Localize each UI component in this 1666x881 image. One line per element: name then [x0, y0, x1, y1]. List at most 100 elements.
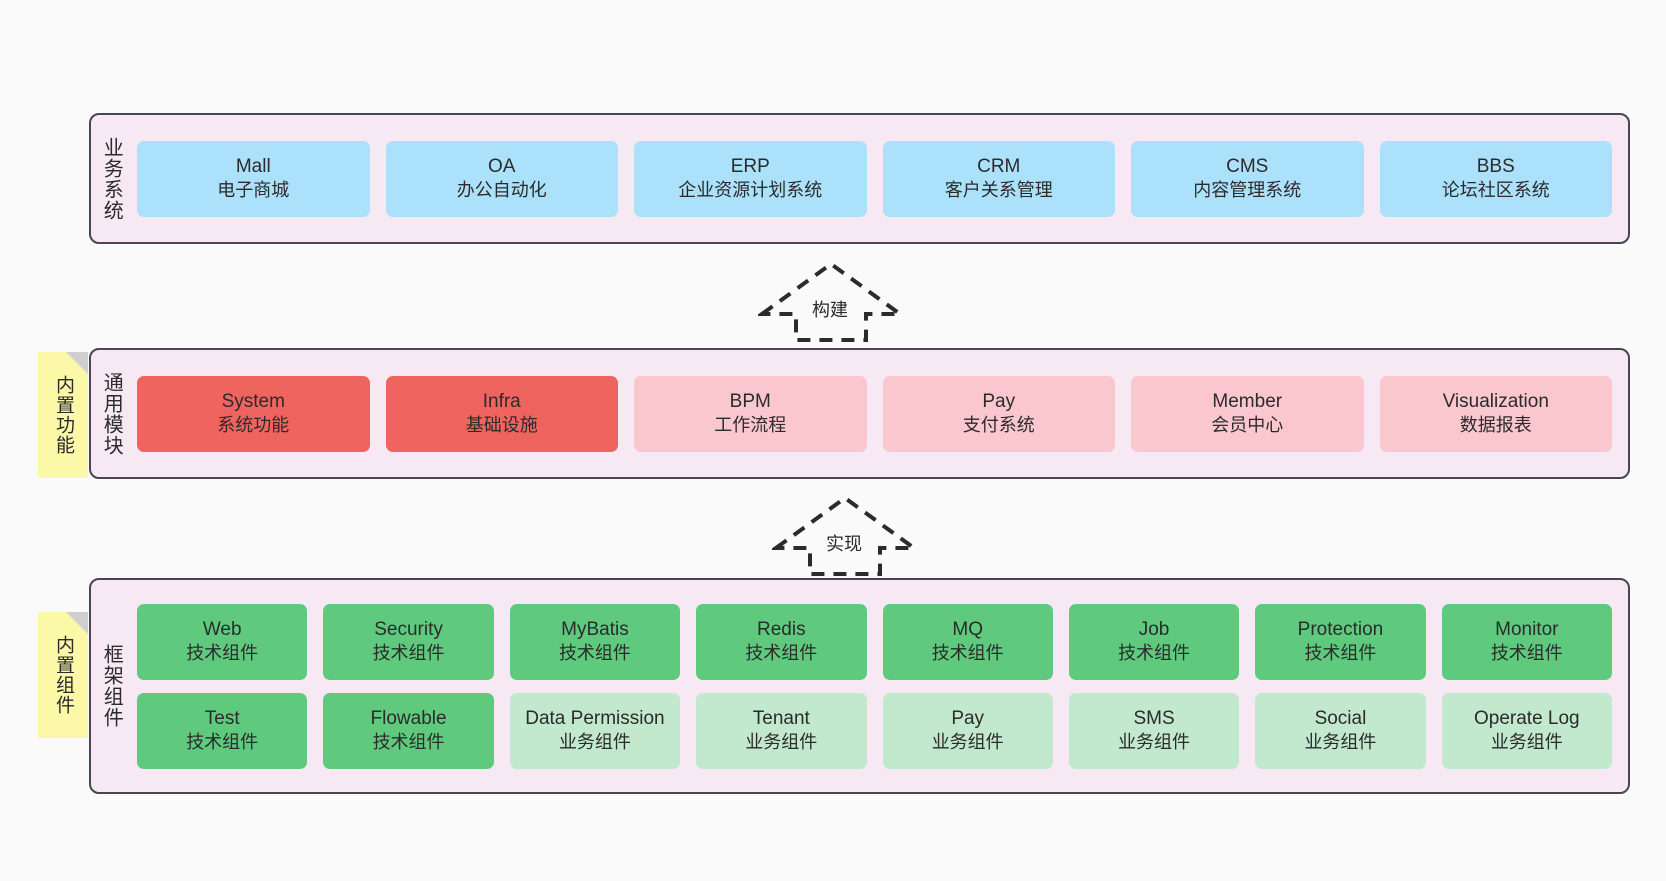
card-title: Flowable — [370, 708, 447, 730]
arrow-implement-label: 实现 — [826, 534, 862, 554]
card-subtitle: 数据报表 — [1459, 415, 1532, 436]
card-title: Redis — [757, 619, 806, 641]
card-title: BPM — [729, 391, 771, 413]
card-subtitle: 技术组件 — [1304, 643, 1377, 664]
arrow-implement-shape — [769, 495, 921, 576]
card-title: CRM — [977, 156, 1021, 178]
card-subtitle: 支付系统 — [962, 415, 1035, 436]
card-subtitle: 客户关系管理 — [944, 180, 1053, 201]
note-builtin-function-label: 内置功能 — [53, 375, 75, 455]
arrow-build: 构建 — [755, 258, 907, 344]
card-subtitle: 业务组件 — [1490, 732, 1563, 753]
card-title: OA — [488, 156, 516, 178]
card-subtitle: 技术组件 — [931, 643, 1004, 664]
arrow-build-label: 构建 — [812, 300, 848, 320]
tier-title-business-system: 业务系统 — [100, 136, 123, 221]
note-builtin-function: 内置功能 — [38, 352, 88, 478]
card-subtitle: 基础设施 — [465, 415, 538, 436]
card-subtitle: 技术组件 — [745, 643, 818, 664]
card-subtitle: 业务组件 — [1304, 732, 1377, 753]
card-subtitle: 工作流程 — [714, 415, 787, 436]
card-subtitle: 技术组件 — [1118, 643, 1191, 664]
card-subtitle: 内容管理系统 — [1193, 180, 1302, 201]
card-title: Infra — [482, 391, 521, 413]
card-title: ERP — [730, 156, 770, 178]
card-title: CMS — [1226, 156, 1269, 178]
card-title: Monitor — [1495, 619, 1559, 641]
card-title: Member — [1212, 391, 1283, 413]
card-title: Test — [204, 708, 240, 730]
card-title: Pay — [951, 708, 985, 730]
card-subtitle: 技术组件 — [372, 732, 445, 753]
card-subtitle: 系统功能 — [217, 415, 290, 436]
arrow-build-shape — [755, 261, 907, 342]
card-title: Mall — [235, 156, 271, 178]
card-subtitle: 业务组件 — [745, 732, 818, 753]
card-subtitle: 业务组件 — [931, 732, 1004, 753]
card-title: Job — [1138, 619, 1170, 641]
card-subtitle: 企业资源计划系统 — [678, 180, 823, 201]
card-title: Web — [202, 619, 242, 641]
card-title: MQ — [952, 619, 983, 641]
card-title: Protection — [1297, 619, 1384, 641]
card-subtitle: 电子商城 — [217, 180, 290, 201]
card-subtitle: 技术组件 — [558, 643, 631, 664]
card-subtitle: 技术组件 — [186, 643, 259, 664]
tier-title-framework-component: 框架组件 — [100, 644, 123, 728]
card-title: Social — [1314, 708, 1367, 730]
tier-title-common-module: 通用模块 — [100, 371, 123, 456]
card-title: SMS — [1133, 708, 1175, 730]
card-title: Tenant — [752, 708, 810, 730]
card-title: Operate Log — [1473, 708, 1580, 730]
arrow-implement: 实现 — [769, 492, 921, 578]
card-title: Pay — [982, 391, 1016, 413]
card-subtitle: 业务组件 — [558, 732, 631, 753]
card-title: Data Permission — [525, 708, 665, 730]
card-title: System — [221, 391, 285, 413]
card-subtitle: 技术组件 — [1490, 643, 1563, 664]
card-subtitle: 业务组件 — [1118, 732, 1191, 753]
card-subtitle: 办公自动化 — [456, 180, 547, 201]
card-title: BBS — [1476, 156, 1515, 178]
card-title: Security — [374, 619, 443, 641]
note-builtin-component-label: 内置组件 — [53, 635, 75, 715]
